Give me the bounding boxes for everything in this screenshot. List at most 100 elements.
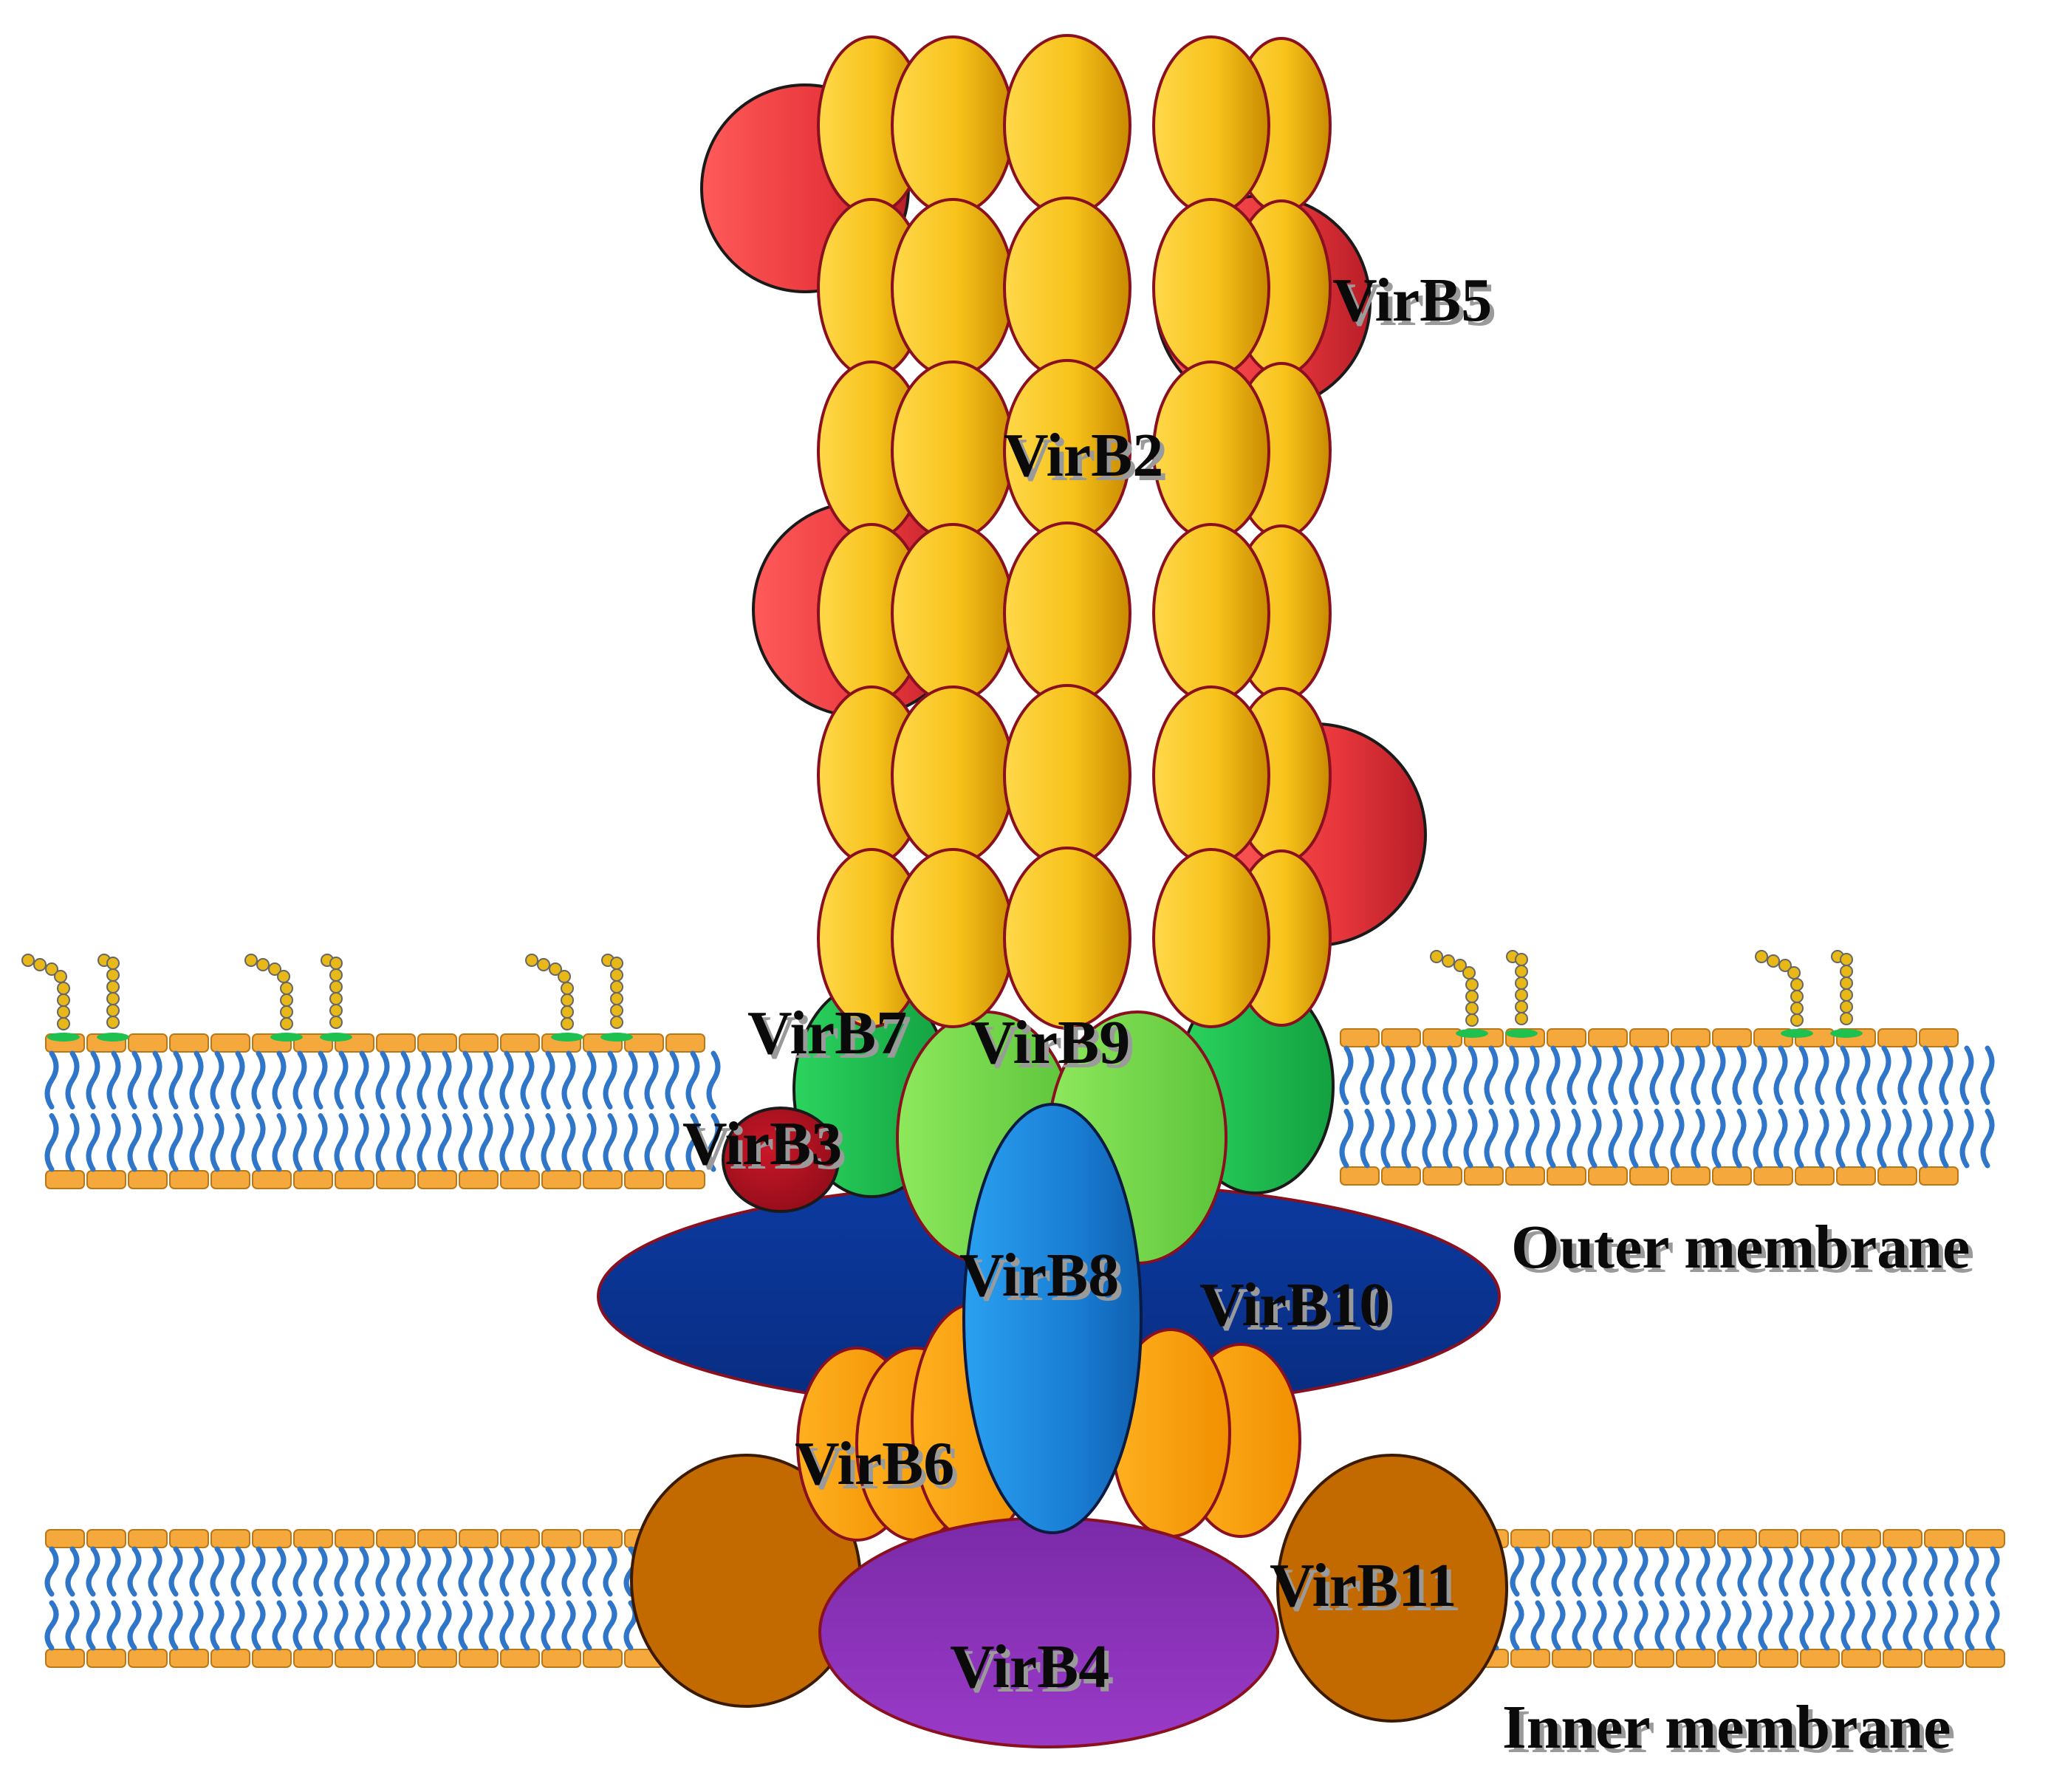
lipid-tail <box>106 1600 121 1651</box>
virb2-pilin <box>891 35 1015 216</box>
lipid-head <box>583 1170 623 1189</box>
lps-bead <box>106 968 120 982</box>
lipid-tail <box>665 1050 679 1109</box>
lipid-tail <box>603 1113 617 1172</box>
virb2-pilin <box>1152 198 1270 378</box>
lipid-tail <box>1815 1109 1829 1169</box>
label-virb10: VirB10 <box>1199 1271 1390 1339</box>
lipid-tail <box>1903 1546 1917 1597</box>
lipid-tail <box>623 1113 638 1172</box>
lipid-head <box>252 1170 292 1189</box>
lipid-tail <box>417 1546 431 1597</box>
lipid-tail <box>251 1546 266 1597</box>
lipid-head <box>45 1529 85 1548</box>
lipid-head <box>128 1649 168 1668</box>
lipid-head <box>45 1170 85 1189</box>
lipid-tail <box>396 1050 411 1109</box>
lipid-tail <box>375 1546 390 1597</box>
lps-bead <box>525 954 538 967</box>
lipid-tail <box>1530 1546 1545 1597</box>
lipid-tail <box>1675 1600 1690 1651</box>
lipid-tail <box>1463 1045 1478 1105</box>
lipid-tail <box>1897 1045 1912 1105</box>
svg-text:Outer membrane: Outer membrane <box>1516 1217 1974 1286</box>
lipid-head <box>128 1033 168 1053</box>
lipid-head <box>252 1529 292 1548</box>
lipid-tail <box>230 1600 245 1651</box>
lipid-head <box>665 1170 705 1189</box>
lipid-tail <box>1463 1109 1478 1169</box>
lipid-tail <box>1877 1045 1891 1105</box>
lipid-tail <box>1608 1109 1623 1169</box>
lipid-tail <box>1525 1109 1540 1169</box>
lipid-tail <box>1530 1600 1545 1651</box>
lipid-tail <box>1675 1546 1690 1597</box>
lipid-tail <box>1401 1109 1416 1169</box>
label-virb8: VirB8 <box>959 1241 1119 1310</box>
lipid-head <box>376 1033 416 1053</box>
lipid-tail <box>499 1050 514 1109</box>
lipid-tail <box>1794 1045 1809 1105</box>
lps-bead <box>1515 1000 1528 1013</box>
lipid-tail <box>1339 1109 1354 1169</box>
lipid-tail <box>127 1050 142 1109</box>
virb2-pilin <box>1003 521 1131 705</box>
lipid-head <box>376 1649 416 1668</box>
lipid-head <box>1877 1028 1917 1047</box>
lps-bead <box>1790 990 1804 1003</box>
lipid-tail <box>1939 1109 1954 1169</box>
lipid-head <box>417 1033 457 1053</box>
lipid-head <box>128 1529 168 1548</box>
lipid-tail <box>127 1113 142 1172</box>
membrane-labels: Outer membrane Outer membrane Inner memb… <box>1502 1213 1974 1766</box>
lipid-tail <box>1510 1546 1524 1597</box>
lipid-tail <box>1696 1600 1711 1651</box>
lps-bead <box>1840 1000 1853 1013</box>
lipid-head <box>1924 1649 1964 1668</box>
lps-bead <box>1462 966 1476 979</box>
lipid-tail <box>1525 1045 1540 1105</box>
lipid-head <box>86 1649 126 1668</box>
lipid-tail <box>1649 1045 1664 1105</box>
svg-text:VirB4: VirB4 <box>954 1637 1114 1706</box>
lipid-tail <box>582 1546 597 1597</box>
lps-bead <box>610 992 623 1005</box>
lps-bead <box>537 958 550 971</box>
virb2-pilin <box>891 523 1015 703</box>
lipid-head <box>86 1170 126 1189</box>
lipid-tail <box>603 1546 617 1597</box>
lipid-tail <box>1546 1109 1561 1169</box>
lps-bead <box>1755 950 1768 963</box>
virb11-right-lobe <box>1276 1454 1508 1723</box>
lipid-head <box>293 1649 333 1668</box>
lipid-head <box>541 1529 581 1548</box>
lipid-head <box>1671 1166 1711 1186</box>
lipid-tail <box>1551 1546 1566 1597</box>
lps-bead <box>268 962 281 976</box>
lipid-tail <box>437 1546 452 1597</box>
lps-bead <box>561 982 574 995</box>
lipid-tail <box>1985 1546 2000 1597</box>
virb2-pilin <box>1152 848 1270 1028</box>
lps-anchor <box>320 1033 352 1042</box>
label-virb11: VirB11 <box>1270 1551 1457 1620</box>
lipid-tail <box>44 1050 59 1109</box>
lps-bead <box>329 1004 343 1017</box>
lipid-tail <box>1670 1109 1685 1169</box>
lipid-tail <box>1773 1045 1788 1105</box>
lps-anchor <box>47 1033 80 1042</box>
lipid-tail <box>1484 1109 1499 1169</box>
lipid-tail <box>1696 1546 1711 1597</box>
label-virb5: VirB5 <box>1332 266 1492 335</box>
lipid-head <box>1422 1028 1462 1047</box>
lps-bead <box>244 954 258 967</box>
lipid-head <box>1552 1649 1592 1668</box>
lipid-tail <box>685 1113 700 1172</box>
lipid-tail <box>1758 1546 1773 1597</box>
svg-text:VirB11: VirB11 <box>1274 1556 1462 1624</box>
virb2-pilin <box>891 848 1015 1028</box>
lipid-head <box>1547 1028 1586 1047</box>
lipid-tail <box>168 1050 183 1109</box>
lps-bead <box>1790 1013 1804 1027</box>
lps-bead <box>277 970 290 983</box>
